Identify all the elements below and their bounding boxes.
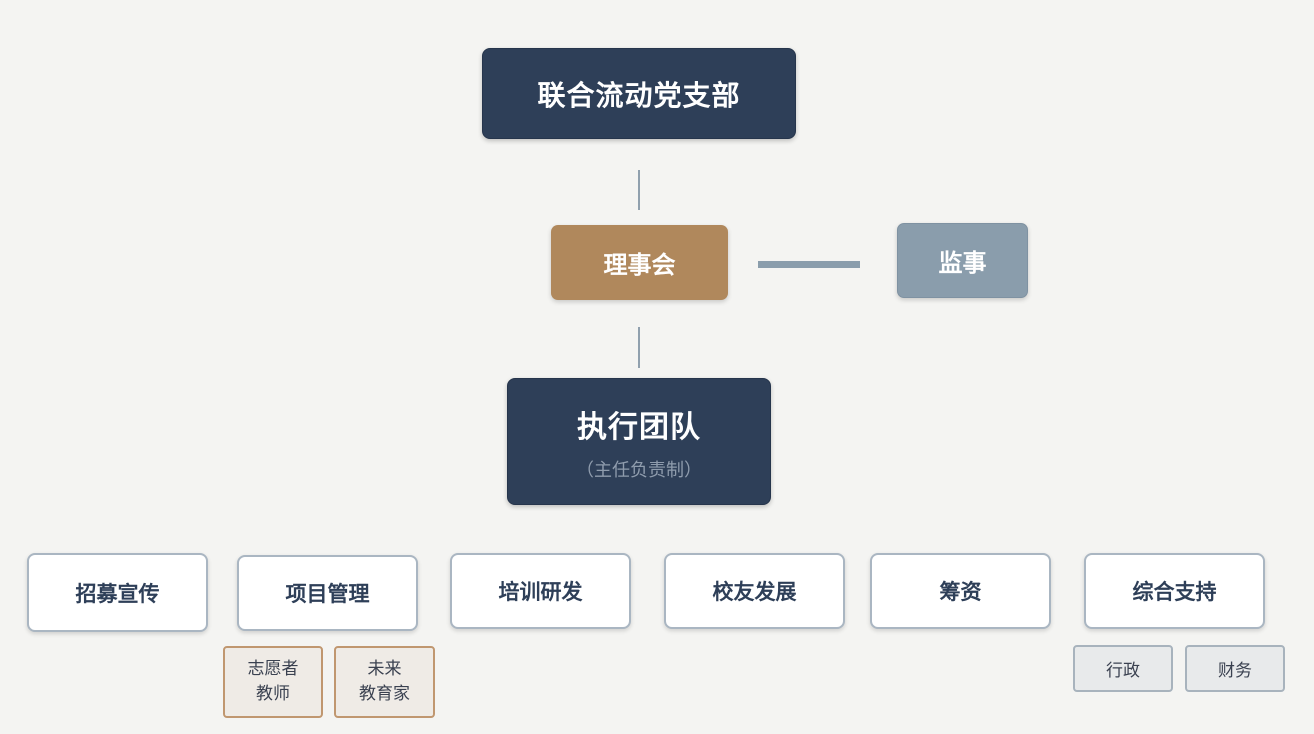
subunit-label: 财务 <box>1218 661 1252 681</box>
department-label: 筹资 <box>939 580 982 604</box>
connector-party-board <box>638 170 640 210</box>
department-label: 培训研发 <box>498 580 583 604</box>
subunit-finance: 财务 <box>1185 645 1285 692</box>
department-alumni: 校友发展 <box>664 553 845 629</box>
party-branch-node: 联合流动党支部 <box>482 48 796 139</box>
department-label: 综合支持 <box>1132 580 1217 604</box>
department-training: 培训研发 <box>450 553 631 629</box>
subunit-administration: 行政 <box>1073 645 1173 692</box>
department-project-management: 项目管理 <box>237 555 418 631</box>
department-recruitment: 招募宣传 <box>27 553 208 632</box>
subunit-future-educators: 未来 教育家 <box>334 646 435 718</box>
subunit-label: 行政 <box>1106 661 1140 681</box>
connector-board-supervisor <box>758 261 860 268</box>
supervisor-label: 监事 <box>938 249 987 277</box>
department-label: 项目管理 <box>285 582 370 606</box>
executive-team-title: 执行团队 <box>577 409 701 445</box>
subunit-volunteer-teachers: 志愿者 教师 <box>223 646 323 718</box>
subunit-label-line: 教育家 <box>359 684 410 704</box>
board-node: 理事会 <box>551 225 728 300</box>
executive-team-node: 执行团队 （主任负责制） <box>507 378 771 505</box>
executive-team-subtitle: （主任负责制） <box>576 459 702 481</box>
subunit-label-line: 志愿者 <box>247 659 299 679</box>
connector-board-executive <box>638 327 640 368</box>
supervisor-node: 监事 <box>897 223 1028 298</box>
department-label: 招募宣传 <box>75 581 160 606</box>
department-fundraising: 筹资 <box>870 553 1051 629</box>
subunit-label-line: 未来 <box>367 659 402 679</box>
department-general-support: 综合支持 <box>1084 553 1265 629</box>
party-branch-label: 联合流动党支部 <box>537 78 741 112</box>
board-label: 理事会 <box>603 251 676 279</box>
subunit-label-line: 教师 <box>256 684 290 704</box>
department-label: 校友发展 <box>712 580 797 604</box>
